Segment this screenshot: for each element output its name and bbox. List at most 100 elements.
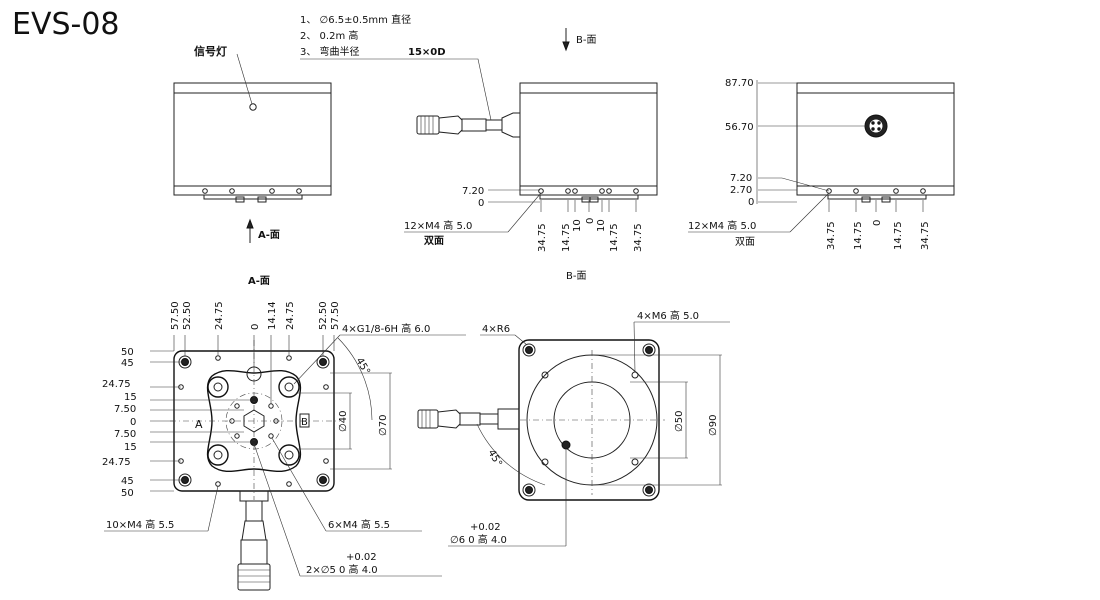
note-diameter: 1、 ∅6.5±0.5mm 直径 [300,13,411,26]
side-b-hole-note-sub: 双面 [424,235,444,247]
face-a-marker-b: B [301,417,308,428]
dia-40-label: ∅40 [338,411,349,432]
corner-note: 4×R6 [482,324,510,335]
dim-label: 34.75 [826,221,837,250]
side-b-dim-7-20: 7.20 [462,186,484,197]
dim-label: 87.70 [725,78,754,89]
dim-label: 14.75 [609,223,620,252]
face-b-marker-box [299,413,310,428]
dim-label: 34.75 [537,223,548,252]
dim-label: 24.75 [102,457,131,468]
dim-label: 34.75 [633,223,644,252]
corner-bore-icon [522,343,656,497]
side-b-dim-0: 0 [478,198,484,209]
front-body [173,82,332,196]
dim-label: 24.75 [285,301,296,330]
dim-label: 0 [250,324,261,330]
dim-label: 56.70 [725,122,754,133]
drawing-title: EVS-08 [12,7,120,42]
screw-icon [572,188,578,194]
screw-icon [606,188,612,194]
face-b-label: B-面 [566,271,586,282]
dim-label: 0 [872,220,883,226]
side-b-body [519,82,658,196]
angle-label: 45° [485,448,503,469]
dim-label: 10 [596,219,607,232]
screw-icon [269,188,275,194]
face-a-left-dims: 50 45 24.75 15 7.50 0 7.50 15 24.75 45 5… [102,347,252,499]
dim-label: 15 [124,392,137,403]
dim-label: 34.75 [920,221,931,250]
dim-label: 14.75 [853,221,864,250]
face-a-label: A-面 [248,275,270,287]
screw-icon [633,188,639,194]
note-bend-radius-value: 15×0D [408,47,446,58]
note-2x5: 2×∅5 0 高 4.0 [306,563,378,576]
screw-icon [893,188,899,194]
dim-label: 0 [748,197,754,208]
dim-label: 45 [121,476,134,487]
dim-label: 7.20 [730,173,752,184]
dim-label: 2.70 [730,185,752,196]
face-a-marker-a: A [195,418,203,431]
face-a-top-dims: 57.50 52.50 24.75 0 14.14 24.75 52.50 57… [170,301,341,404]
mounting-lobes [206,369,302,473]
note-10xm4: 10×M4 高 5.5 [106,518,174,531]
side-right-hole-note: 12×M4 高 5.0 [688,219,756,232]
dia-90-label: ∅90 [708,415,719,436]
dim-label: 15 [124,442,137,453]
screw-icon [229,188,235,194]
face-b-arrow-label: B-面 [576,35,596,46]
dim-label: 50 [121,347,134,358]
dim-label: 14.75 [561,223,572,252]
dim-label: 57.50 [170,301,181,330]
cable-connector-icon [417,408,520,430]
signal-light-label: 信号灯 [194,44,227,58]
note-6xm4: 6×M4 高 5.5 [328,518,390,531]
dim-label: 50 [121,488,134,499]
dim-label: 45 [121,358,134,369]
thread-note: 4×G1/8-6H 高 6.0 [342,322,430,335]
port-icon [207,376,300,466]
dia-50-label: ∅50 [674,411,685,432]
note-leader [300,58,492,121]
note-bend-radius: 3、 弯曲半径 [300,45,360,58]
dim-label: 57.50 [330,301,341,330]
side-b-hole-note: 12×M4 高 5.0 [404,219,472,232]
dim-label: 14.75 [893,221,904,250]
dim-label: 24.75 [214,301,225,330]
dim-label: 14.14 [267,301,278,330]
screw-icon [538,188,544,194]
cable-connector-icon [416,112,521,138]
connector-socket-icon [864,114,888,138]
pin-tol: +0.02 [470,522,501,533]
note-2x5-tol: +0.02 [346,552,377,563]
face-b-view: 4×R6 4×M6 高 5.0 45° ∅50 ∅90 +0.02 ∅6 0 高… [417,309,730,547]
dim-label: 52.50 [318,301,329,330]
pin-note: ∅6 0 高 4.0 [450,533,507,546]
dia-70-label: ∅70 [378,415,389,436]
screw-icon [920,188,926,194]
side-right-body [796,82,955,196]
screw-icon [202,188,208,194]
dim-label: 52.50 [182,301,193,330]
dim-label: 0 [130,417,136,428]
note-length: 2、 0.2m 高 [300,29,358,42]
side-view-right: 87.70 56.70 7.20 2.70 0 12×M4 高 5.0 双面 3… [688,78,955,250]
side-b-x-dims: 34.75 14.75 10 0 10 14.75 34.75 [537,200,644,252]
m6-hole-icon [541,371,639,466]
pin-hole-icon [561,440,571,450]
cable-icon [237,490,271,591]
screw-icon [599,188,605,194]
face-a-view: A-面 [102,275,466,591]
screw-icon [853,188,859,194]
dim-label: 24.75 [102,379,131,390]
side-right-x-dims: 34.75 14.75 0 14.75 34.75 [826,200,931,250]
dim-label: 7.50 [114,404,136,415]
face-a-arrow-label: A-面 [258,229,280,241]
signal-light-icon [249,103,257,111]
dim-label: 0 [585,218,596,224]
screw-icon [296,188,302,194]
dim-label: 10 [572,219,583,232]
